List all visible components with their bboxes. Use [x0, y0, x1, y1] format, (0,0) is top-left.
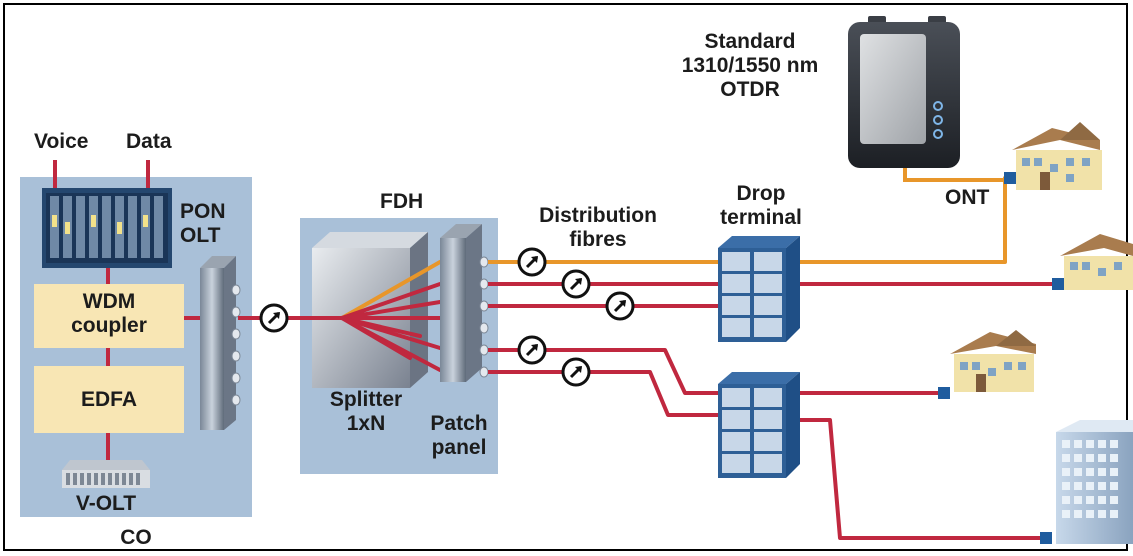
ont-connectors	[938, 172, 1064, 544]
patch-panel-label: Patch panel	[430, 412, 488, 459]
arrow-in-circle-icon	[561, 357, 591, 387]
wdm-coupler-label: WDM coupler	[71, 290, 147, 337]
fdh-patch-panel	[440, 224, 489, 382]
v-olt-device	[62, 460, 150, 488]
edfa-box	[34, 366, 184, 433]
arrow-in-circle-icon	[605, 291, 635, 321]
wdm-coupler-box	[34, 284, 184, 348]
otdr-device	[848, 16, 960, 168]
house-icon	[1060, 234, 1133, 290]
arrow-in-circle-icon	[561, 269, 591, 299]
distribution-fibres-label: Distribution fibres	[539, 204, 657, 251]
arrow-in-circle-icon	[517, 247, 547, 277]
arrow-in-circle-icon	[259, 303, 289, 333]
v-olt-label: V-OLT	[75, 492, 137, 515]
house-icon	[950, 330, 1036, 392]
otdr-label: Standard 1310/1550 nm OTDR	[681, 30, 819, 101]
voice-label: Voice	[34, 130, 89, 153]
building-icon	[1056, 420, 1133, 544]
ont-label: ONT	[945, 186, 990, 209]
drop-terminal-label: Drop terminal	[720, 182, 802, 229]
otdr-cable	[903, 168, 1008, 182]
fdh-label: FDH	[380, 190, 424, 213]
pon-olt-rack	[42, 188, 172, 268]
arrow-in-circle-icon	[517, 335, 547, 365]
drop-terminal-upper	[718, 236, 800, 342]
splitter-fanout	[298, 260, 442, 372]
edfa-label: EDFA	[80, 388, 137, 411]
data-label: Data	[126, 130, 172, 153]
co-label: CO	[120, 526, 152, 549]
pon-olt-label: PON OLT	[180, 200, 226, 247]
co-patch-panel	[200, 256, 241, 430]
house-icon	[1012, 122, 1102, 190]
test-point-markers	[259, 247, 635, 387]
drop-terminal-lower	[718, 372, 800, 478]
splitter-label: Splitter 1xN	[329, 388, 403, 435]
